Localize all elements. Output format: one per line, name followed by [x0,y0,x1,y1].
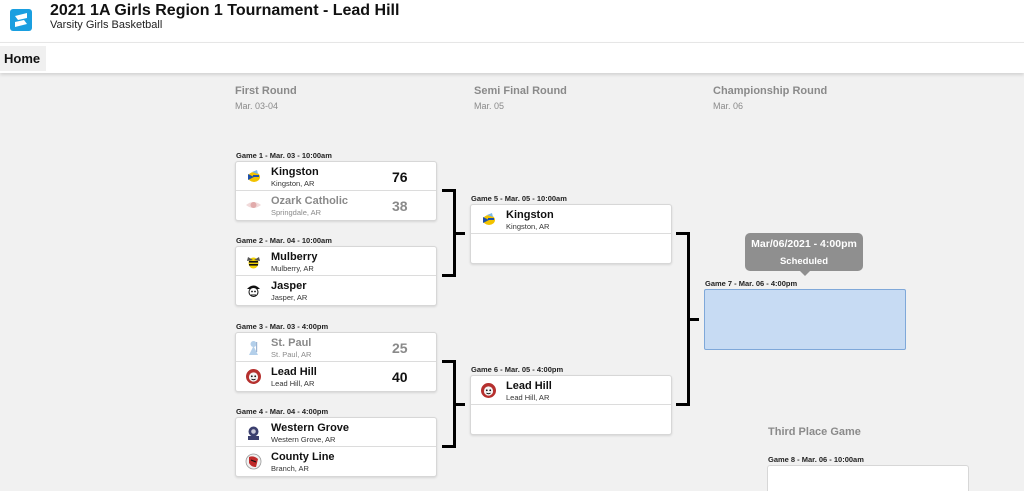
team-name: Jasper [271,280,307,292]
game-7-tooltip: Mar/06/2021 - 4:00pm Scheduled [745,233,863,276]
ozark-catholic-crest-logo-icon [246,202,261,208]
round-date-semi: Mar. 05 [474,101,505,111]
team-score: 38 [392,198,408,214]
team-row-empty[interactable] [471,405,671,434]
game-8-label: Game 8 - Mar. 06 - 10:00am [768,455,864,464]
bracket-connector [687,318,699,321]
team-score: 40 [392,369,408,385]
jasper-pirate-logo-icon [247,285,260,297]
st-paul-saints-logo-icon [249,341,258,355]
tooltip-date: Mar/06/2021 - 4:00pm [751,238,857,250]
team-name: St. Paul [271,337,312,349]
app-header: 2021 1A Girls Region 1 Tournament - Lead… [0,0,1024,42]
bracket-connector [442,445,456,448]
lead-hill-tiger-logo-icon [481,383,496,398]
game-5-matchup: Kingston Kingston, AR [470,204,672,264]
team-row[interactable]: Lead Hill Lead Hill, AR 40 [236,362,436,391]
team-location: Springdale, AR [271,208,322,217]
team-location: Jasper, AR [271,293,308,302]
team-score: 76 [392,169,408,185]
game-6-matchup: Lead Hill Lead Hill, AR [470,375,672,435]
round-title-championship: Championship Round [713,85,828,97]
team-location: Kingston, AR [506,222,550,231]
brand-s-logo-icon[interactable] [10,9,32,31]
game-7-matchup[interactable] [704,289,906,350]
game-2-label: Game 2 - Mar. 04 - 10:00am [236,236,332,245]
round-title-semi: Semi Final Round [474,85,567,97]
team-row[interactable]: Jasper Jasper, AR [236,276,436,305]
team-row[interactable]: Lead Hill Lead Hill, AR [471,376,671,405]
team-row[interactable]: County Line Branch, AR [236,447,436,476]
team-row[interactable]: St. Paul St. Paul, AR 25 [236,333,436,362]
game-3-matchup: St. Paul St. Paul, AR 25 Lead Hill Lead … [235,332,437,392]
kingston-yellowjacket-logo-icon [248,170,260,182]
round-date-first: Mar. 03-04 [235,101,279,111]
team-row[interactable]: Ozark Catholic Springdale, AR 38 [236,191,436,220]
team-name: Kingston [506,209,554,221]
team-name: Lead Hill [506,380,552,392]
bracket-connector [442,360,456,363]
page-title: 2021 1A Girls Region 1 Tournament - Lead… [50,2,400,19]
team-location: St. Paul, AR [271,350,312,359]
bracket-connector [453,403,465,406]
game-1-matchup: Kingston Kingston, AR 76 Ozark Catholic … [235,161,437,221]
team-score: 25 [392,340,408,356]
game-5-label: Game 5 - Mar. 05 - 10:00am [471,194,567,203]
third-place-title: Third Place Game [768,426,861,438]
team-row[interactable]: Kingston Kingston, AR 76 [236,162,436,191]
round-title-first: First Round [235,85,297,97]
game-6-label: Game 6 - Mar. 05 - 4:00pm [471,365,564,374]
game-8-matchup[interactable] [767,465,969,491]
tooltip-arrow [800,271,810,276]
team-location: Kingston, AR [271,179,315,188]
bracket-connector [442,274,456,277]
team-location: Lead Hill, AR [271,379,315,388]
page-subtitle: Varsity Girls Basketball [50,19,163,31]
team-row[interactable]: Kingston Kingston, AR [471,205,671,234]
team-location: Lead Hill, AR [506,393,550,402]
team-name: Ozark Catholic [271,195,349,207]
team-location: Branch, AR [271,464,309,473]
game-4-label: Game 4 - Mar. 04 - 4:00pm [236,407,329,416]
team-name: Lead Hill [271,366,317,378]
game-7-label: Game 7 - Mar. 06 - 4:00pm [705,279,798,288]
kingston-yellowjacket-logo-icon [483,213,495,225]
team-row-empty[interactable] [471,234,671,263]
game-1-label: Game 1 - Mar. 03 - 10:00am [236,151,332,160]
bracket-connector [676,403,690,406]
team-name: County Line [271,451,335,463]
team-name: Western Grove [271,422,350,434]
lead-hill-tiger-logo-icon [246,369,261,384]
western-grove-warrior-logo-icon [248,426,259,440]
team-name: Mulberry [271,251,318,263]
county-line-logo-icon [245,453,262,470]
team-row[interactable]: Mulberry Mulberry, AR [236,247,436,276]
round-date-championship: Mar. 06 [713,101,744,111]
team-name: Kingston [271,166,319,178]
game-2-matchup: Mulberry Mulberry, AR Jasper Jasper, AR [235,246,437,306]
bracket-connector [676,232,690,235]
bracket-connector [442,189,456,192]
home-tab[interactable]: Home [0,46,47,71]
bracket-connector [453,232,465,235]
team-location: Western Grove, AR [271,435,336,444]
team-location: Mulberry, AR [271,264,314,273]
nav-bar: Home [0,42,1024,73]
tooltip-status: Scheduled [779,256,829,267]
mulberry-yellowjacket-logo-icon [247,257,260,269]
game-4-matchup: Western Grove Western Grove, AR County L… [235,417,437,477]
team-row[interactable]: Western Grove Western Grove, AR [236,418,436,447]
game-3-label: Game 3 - Mar. 03 - 4:00pm [236,322,329,331]
